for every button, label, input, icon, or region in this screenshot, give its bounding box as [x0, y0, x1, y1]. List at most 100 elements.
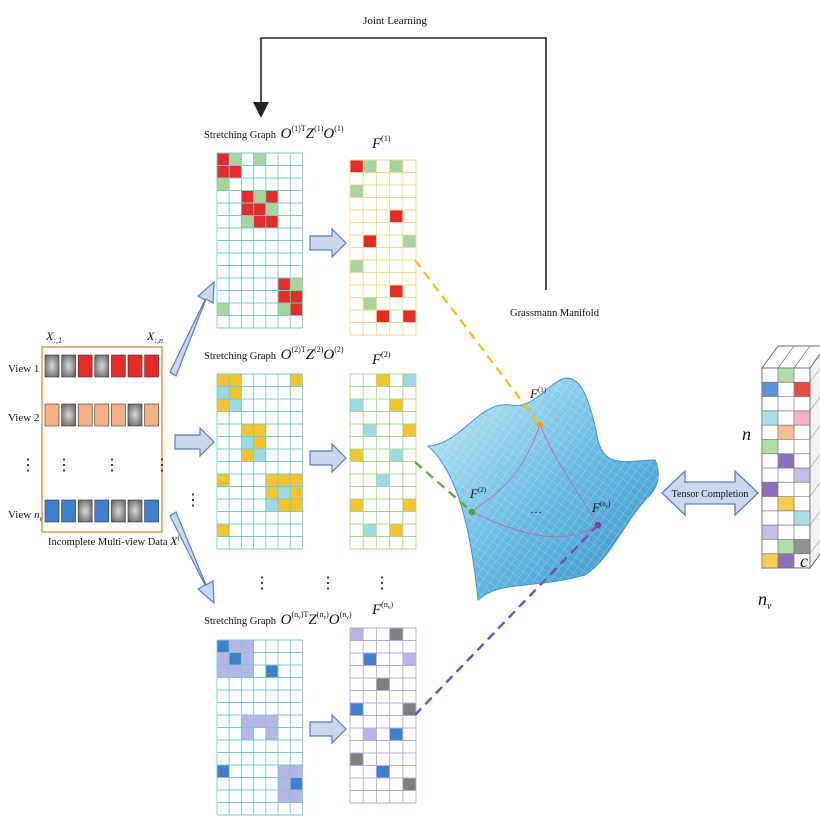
grid-cell [350, 185, 364, 198]
sample-cell [77, 354, 93, 378]
arrow-to-graph-1 [169, 280, 215, 377]
grid-cell [350, 703, 364, 716]
grid-cell [402, 653, 416, 666]
dots-c: ⋮ [320, 575, 336, 592]
tensor-cell [794, 539, 810, 554]
grid-cell [389, 399, 403, 412]
grid-cell [350, 499, 364, 512]
grid-cell [350, 399, 364, 412]
tensor-cell [794, 410, 810, 426]
data-dots: ⋮ [154, 457, 170, 474]
dots-a: ⋮ [185, 492, 201, 509]
grid-cell [402, 703, 416, 716]
grid-cell [265, 203, 278, 216]
arrow-graph-f-2 [309, 442, 347, 474]
manifold-hdots: … [530, 502, 542, 516]
f-2-label: F(2) [371, 350, 391, 368]
connector-f1 [414, 259, 541, 426]
f-matrix-1 [349, 159, 417, 336]
grid-cell [363, 297, 377, 310]
sample-cell [77, 499, 93, 523]
grid-cell [389, 628, 403, 641]
grid-cell [290, 278, 303, 291]
grid-cell [363, 160, 377, 173]
grid-cell [265, 499, 278, 512]
grid-cell [290, 777, 303, 790]
tensor-cell [794, 510, 810, 526]
sample-cell [94, 499, 110, 523]
view-2-label: View 2 [8, 412, 39, 424]
grid-cell [350, 449, 364, 462]
view-row-1 [44, 354, 159, 378]
tensor-cell [778, 368, 794, 383]
dots-d: ⋮ [374, 575, 390, 592]
arrow-to-graph-nv [169, 511, 215, 605]
sample-cell [94, 403, 110, 427]
grid-cell [217, 640, 230, 653]
grid-cell [253, 449, 266, 462]
sample-cell [144, 499, 159, 523]
data-frame [41, 346, 163, 533]
grid-cell [217, 303, 230, 316]
view-dots: ⋮ [20, 457, 36, 474]
tensor-cell [762, 410, 778, 426]
sample-cell [44, 354, 60, 378]
f-matrix-2 [349, 373, 417, 550]
grid-cell [253, 190, 266, 203]
grid-cell [389, 449, 403, 462]
grid-cell [350, 628, 364, 641]
grid-cell [217, 386, 230, 399]
sample-cell [61, 354, 76, 378]
sample-cell [127, 499, 143, 523]
sample-cell [44, 403, 60, 427]
grid-cell [217, 524, 230, 537]
grid-cell [229, 153, 242, 166]
grid-cell [402, 310, 416, 323]
grid-cell [229, 652, 242, 665]
grid-cell [376, 765, 390, 778]
arrow-graph-f-nv [309, 713, 347, 745]
grid-cell [217, 765, 230, 778]
grid-cell [363, 235, 377, 248]
grid-cell [350, 753, 364, 766]
sample-cell [127, 354, 143, 378]
stretching-graph-1 [216, 152, 303, 329]
grid-cell [241, 436, 254, 449]
sample-cell [127, 403, 143, 427]
tensor-cell [778, 553, 794, 568]
stretching-graph-nv [216, 639, 303, 816]
sample-cell [144, 403, 159, 427]
grid-cell [253, 727, 266, 740]
tensor-cell [778, 453, 794, 468]
view-1-label: View 1 [8, 363, 39, 375]
sample-cell [94, 354, 110, 378]
grid-cell [389, 524, 403, 537]
tensor-cell [778, 496, 794, 511]
double-arrow [661, 469, 759, 517]
stretching-graph-2 [216, 373, 303, 550]
tensor-cell [794, 382, 810, 397]
grid-cell [389, 210, 403, 223]
sample-cell [144, 354, 159, 378]
grid-cell [376, 310, 390, 323]
tensor-cell [794, 468, 810, 483]
stretching-graph-nv-label: Stretching Graph O(nv)TZ(nv)O(nv) [204, 610, 352, 628]
grid-cell [402, 778, 416, 791]
tensor-cell [778, 539, 794, 554]
grid-cell [376, 374, 390, 387]
tensor-cell [762, 482, 778, 497]
vertical-ellipses: ⋮ ⋮ ⋮ ⋮ [185, 492, 390, 592]
tensor-c-label: c [800, 551, 808, 571]
tensor-completion-label: Tensor Completion [672, 489, 749, 500]
grid-cell [402, 235, 416, 248]
view-row-3 [44, 499, 159, 523]
sample-cell [61, 403, 76, 427]
data-dots: ⋮ [104, 457, 120, 474]
f-matrix-nv [349, 627, 417, 804]
grid-cell [376, 474, 390, 487]
grid-cell [265, 665, 278, 678]
grid-cell [229, 399, 242, 412]
